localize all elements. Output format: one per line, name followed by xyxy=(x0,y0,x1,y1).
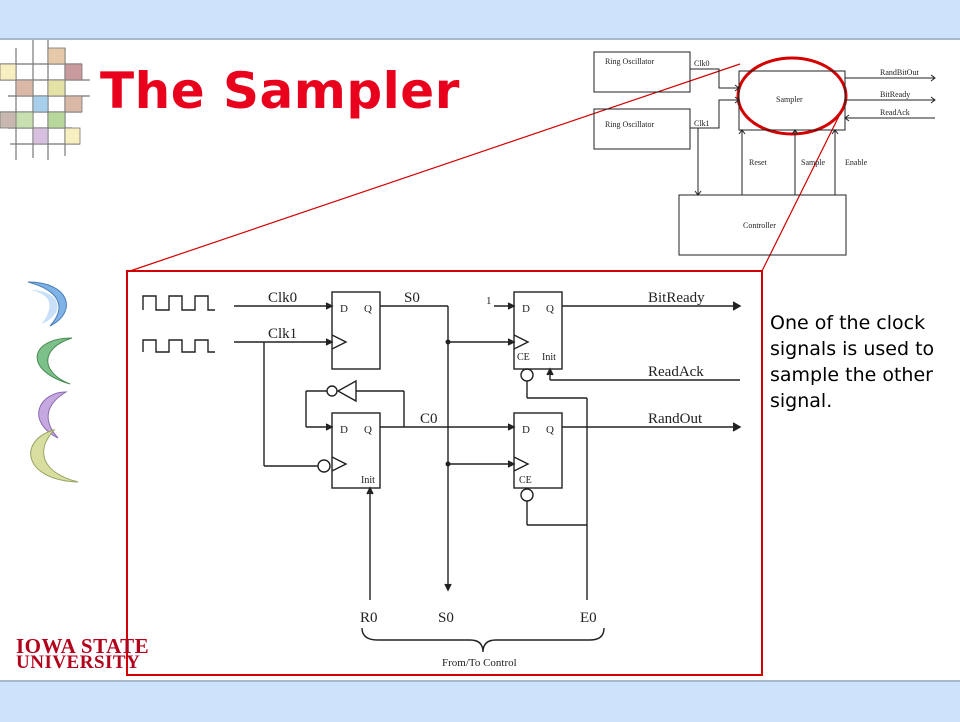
logo-line1: IOWA STATE xyxy=(16,634,150,658)
c0-label: C0 xyxy=(420,411,438,427)
ring-osc-top-label: Ring Oscillator xyxy=(605,57,654,66)
logo-line2: UNIVERSITY xyxy=(16,652,141,673)
circuit-wires xyxy=(142,291,742,653)
top-band xyxy=(0,0,960,40)
ff-top-right xyxy=(513,291,563,370)
ff-top-left xyxy=(331,291,381,370)
circuit-labels: Clk0 Clk1 S0 1 BitReady ReadAck C0 RandO… xyxy=(268,290,705,669)
ring-osc-bottom-box xyxy=(593,108,691,150)
ff3-d: D xyxy=(340,424,348,436)
controller-label: Controller xyxy=(743,221,776,230)
zoom-callout xyxy=(126,56,848,676)
bd-readack-label: ReadAck xyxy=(880,108,910,117)
ring-osc-top-box xyxy=(593,51,691,93)
ff2-ce: CE xyxy=(517,352,530,363)
ff1-d: D xyxy=(340,303,348,315)
e0-label: E0 xyxy=(580,610,597,626)
crescent-decorations xyxy=(27,281,79,483)
grid-squares xyxy=(0,47,83,145)
block-diagram-labels: Ring Oscillator Ring Oscillator Clk0 Clk… xyxy=(605,57,919,230)
bd-bitready-label: BitReady xyxy=(880,90,910,99)
block-diagram xyxy=(593,51,936,256)
bd-enable-label: Enable xyxy=(845,158,868,167)
one-label: 1 xyxy=(486,295,492,307)
from-to-control-label: From/To Control xyxy=(442,657,517,669)
slide-title: The Sampler xyxy=(100,62,460,120)
readack-label: ReadAck xyxy=(648,364,704,380)
ring-osc-bottom-label: Ring Oscillator xyxy=(605,120,654,129)
bitready-label: BitReady xyxy=(648,290,705,306)
s0-top-label: S0 xyxy=(404,290,420,306)
ff4-d: D xyxy=(522,424,530,436)
ff3-q: Q xyxy=(364,424,372,436)
bd-clk0-label: Clk0 xyxy=(694,59,710,68)
bd-sample-label: Sample xyxy=(801,158,825,167)
sampler-label: Sampler xyxy=(776,95,803,104)
ff4-ce: CE xyxy=(519,475,532,486)
s0-bottom-label: S0 xyxy=(438,610,454,626)
ff1-q: Q xyxy=(364,303,372,315)
r0-label: R0 xyxy=(360,610,378,626)
ff4-q: Q xyxy=(546,424,554,436)
clk1-label: Clk1 xyxy=(268,326,297,342)
bottom-band xyxy=(0,680,960,722)
bd-clk1-label: Clk1 xyxy=(694,119,710,128)
controller-box xyxy=(678,194,847,256)
ff-bottom-left xyxy=(331,412,381,489)
clk0-label: Clk0 xyxy=(268,290,297,306)
bd-reset-label: Reset xyxy=(749,158,768,167)
ff-bottom-right xyxy=(513,412,563,489)
ff2-d: D xyxy=(522,303,530,315)
ff2-init: Init xyxy=(542,352,556,363)
randout-label: RandOut xyxy=(648,411,703,427)
slide-note: One of the clock signals is used to samp… xyxy=(770,312,935,412)
ff2-q: Q xyxy=(546,303,554,315)
ff3-init: Init xyxy=(361,475,375,486)
bd-randbitout-label: RandBitOut xyxy=(880,68,919,77)
